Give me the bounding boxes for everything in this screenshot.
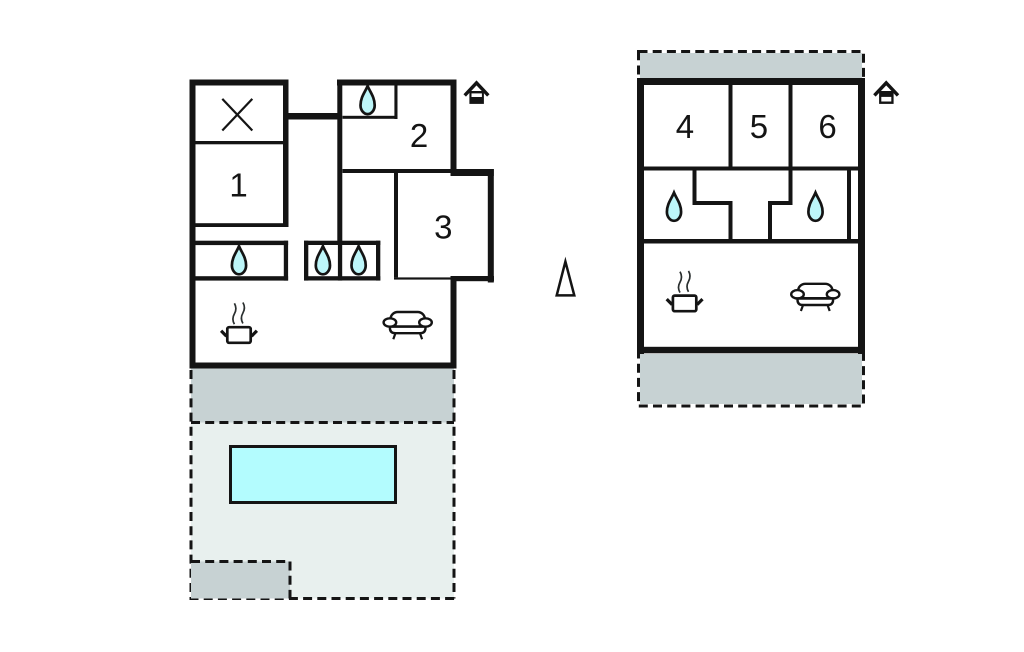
- svg-text:3: 3: [434, 208, 452, 245]
- svg-text:6: 6: [818, 108, 836, 145]
- svg-text:1: 1: [229, 166, 247, 203]
- svg-text:4: 4: [676, 108, 694, 145]
- svg-text:5: 5: [750, 108, 768, 145]
- svg-text:2: 2: [410, 117, 428, 154]
